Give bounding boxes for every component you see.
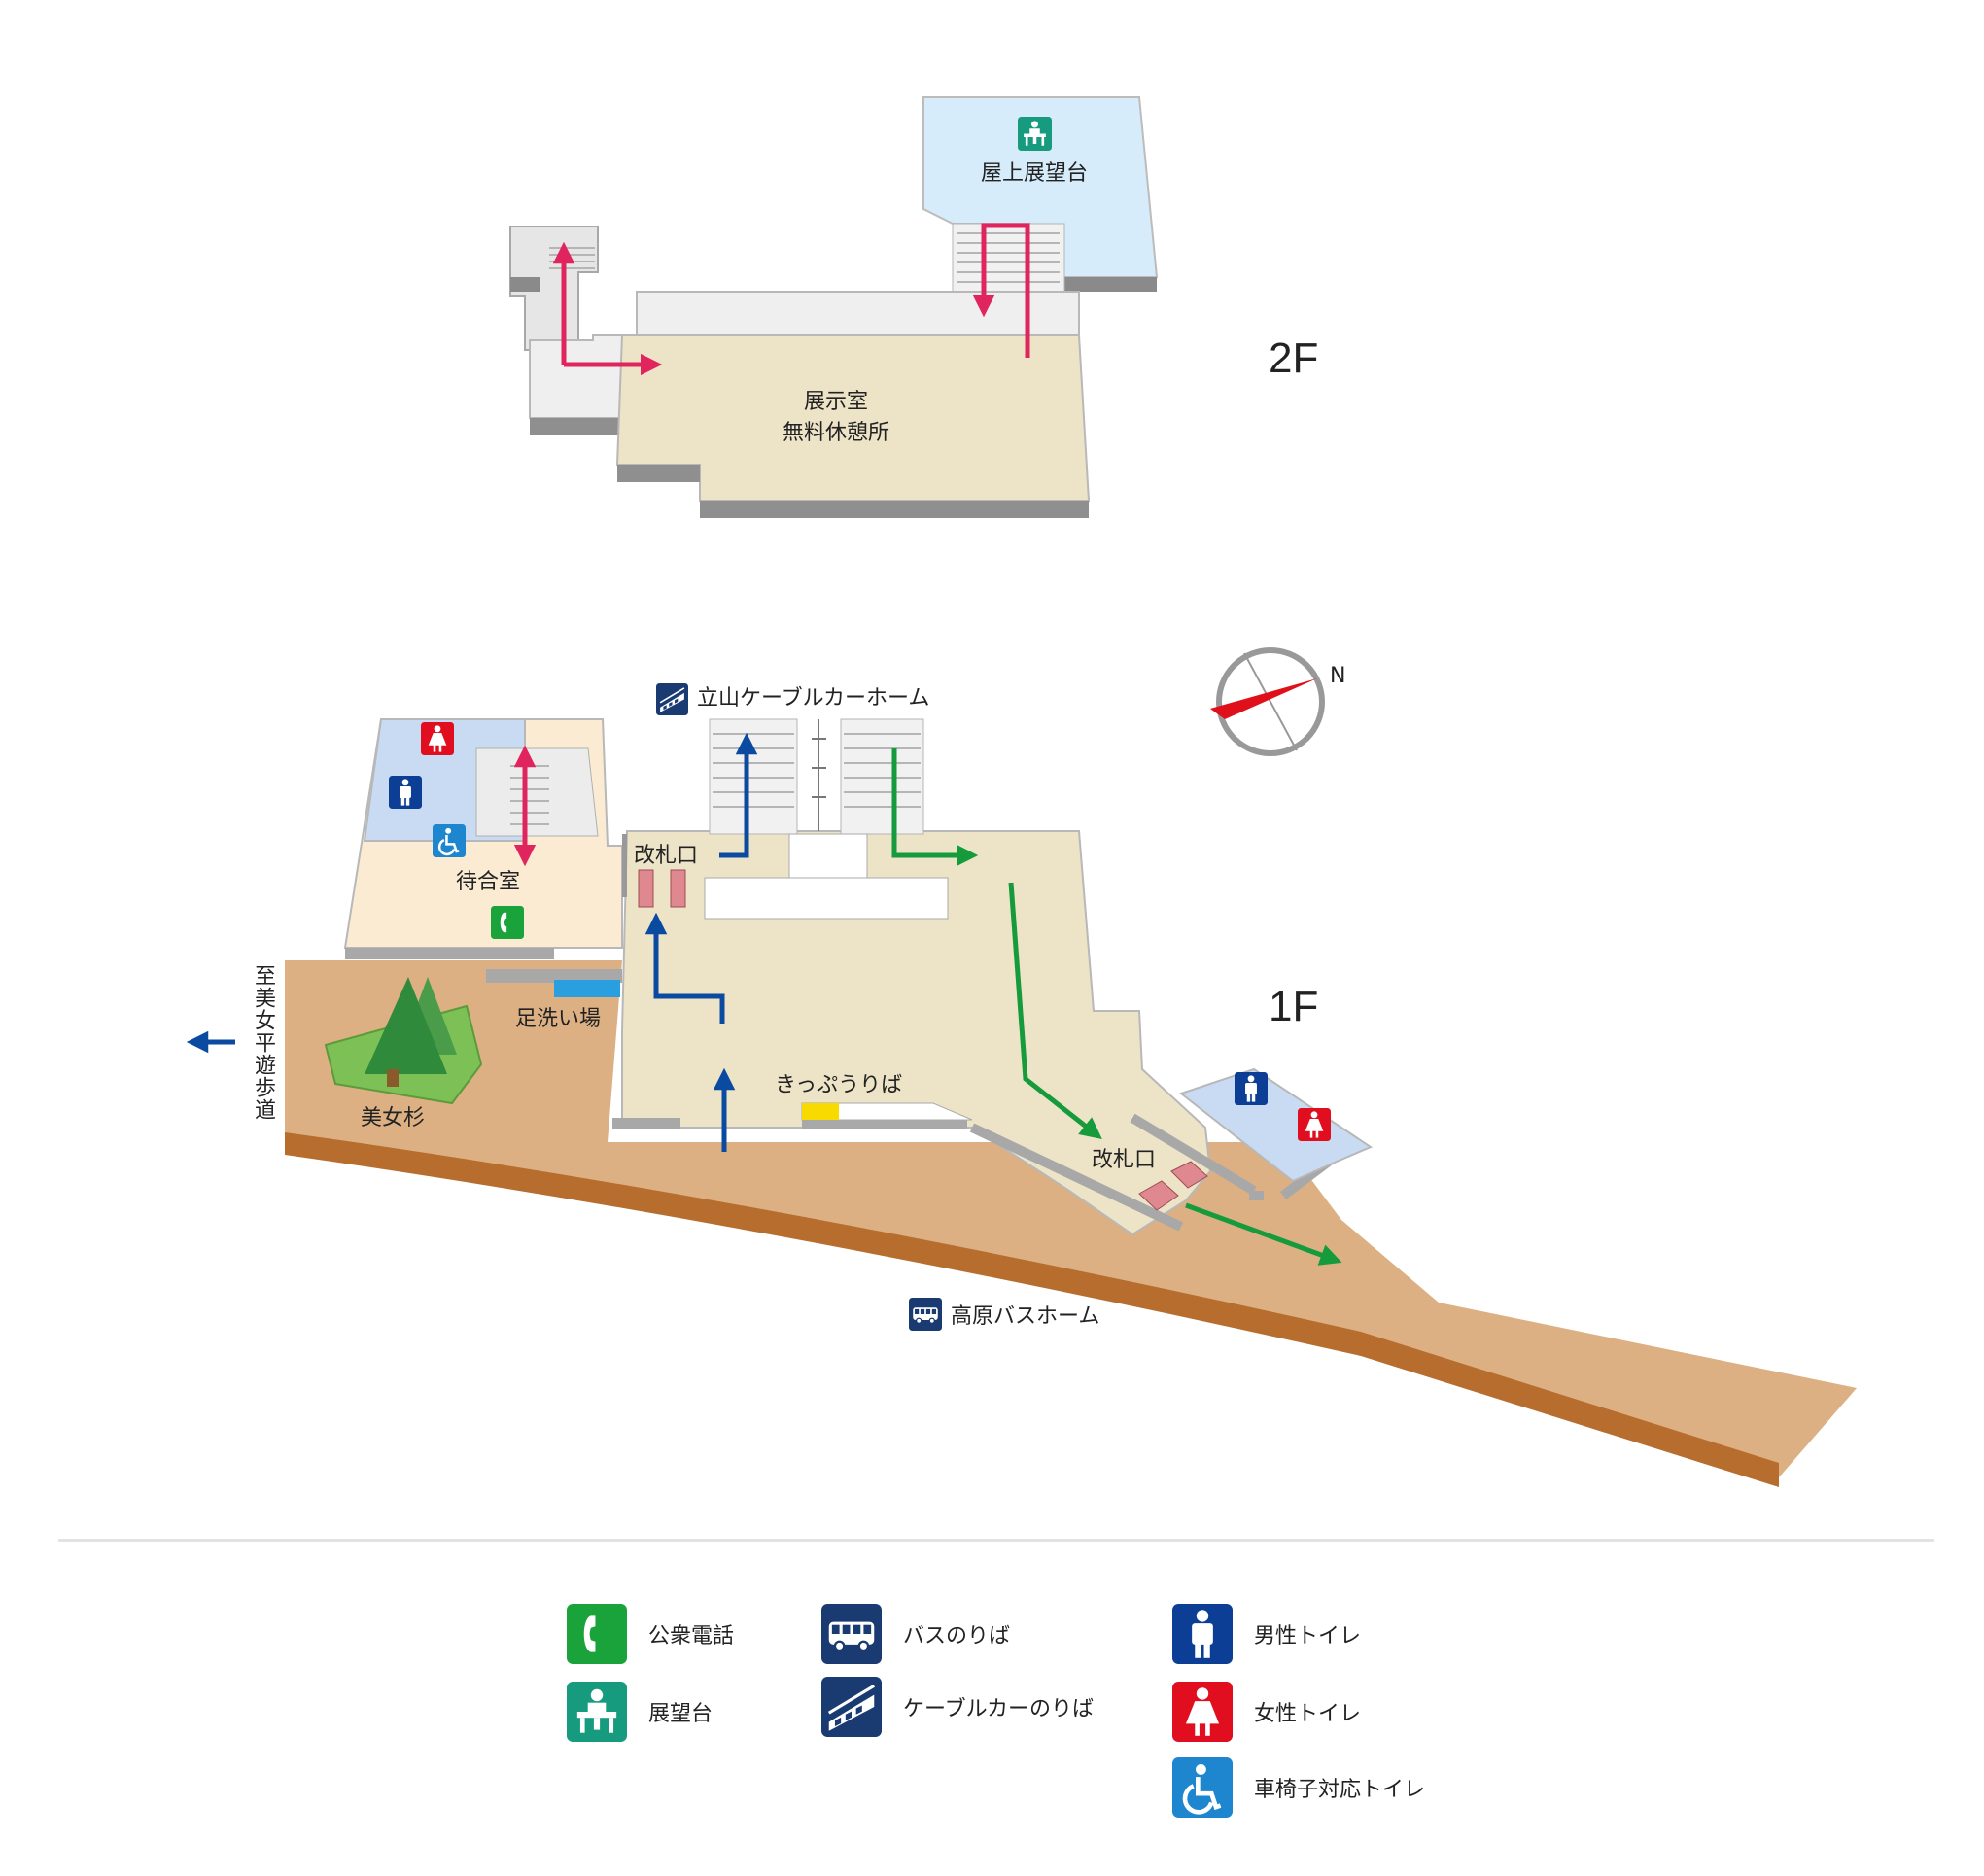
legend-female-label: 女性トイレ [1254,1702,1362,1726]
bus-icon [821,1604,882,1664]
accessible-toilet-icon [433,824,466,857]
tree-label: 美女杉 [361,1106,425,1130]
bus-platform-label: 高原バスホーム [951,1304,1099,1329]
observation-deck-icon [567,1682,627,1742]
foot-wash-label: 足洗い場 [515,1007,601,1031]
compass: N [1210,647,1345,756]
phone-icon [491,906,524,939]
female-toilet-icon [1172,1682,1233,1742]
walkway-direction-label: 至美女平遊歩道 [251,964,275,1121]
compass-north-label: N [1330,664,1345,688]
floor-1f: N 立山ケーブルカーホーム 改札口 待合室 足洗い場 きっぷうりば 美女杉 改札… [186,647,1857,1487]
legend-phone: 公衆電話 [567,1604,734,1664]
legend-observation-label: 展望台 [648,1702,714,1726]
gate-label-upper: 改札口 [634,844,698,868]
legend-male-label: 男性トイレ [1254,1624,1362,1649]
floor-label-2f: 2F [1269,334,1318,382]
rooftop-label: 屋上展望台 [981,161,1088,186]
female-toilet-icon [421,722,454,755]
cable-car-icon [821,1677,882,1737]
legend-observation: 展望台 [567,1682,713,1742]
legend-accessible-label: 車椅子対応トイレ [1254,1778,1426,1802]
legend-phone-label: 公衆電話 [648,1624,735,1649]
bus-icon [909,1298,942,1331]
cable-car-icon [656,683,688,715]
male-toilet-icon [1172,1604,1233,1664]
legend-cable-label: ケーブルカーのりば [903,1697,1095,1721]
legend-cable: ケーブルカーのりば [821,1677,1094,1737]
male-toilet-icon [389,776,422,809]
female-toilet-icon-east [1298,1108,1331,1141]
cable-platform-stairs [709,718,924,835]
legend-male: 男性トイレ [1172,1604,1361,1664]
floor-2f: 屋上展望台 展示室 無料休憩所 2F [509,96,1318,518]
male-toilet-icon-east [1235,1072,1268,1105]
rooftop-stairs [952,223,1065,297]
stairs-to-2f [475,747,599,837]
legend-accessible: 車椅子対応トイレ [1172,1757,1425,1818]
legend-female: 女性トイレ [1172,1682,1361,1742]
observation-deck-icon [1018,117,1052,151]
phone-icon [567,1604,627,1664]
cable-platform-label: 立山ケーブルカーホーム [697,686,929,711]
waiting-room-label: 待合室 [456,870,520,894]
legend-bus-label: バスのりば [903,1624,1011,1649]
accessible-toilet-icon [1172,1757,1233,1818]
ticket-counter-label: きっぷうりば [775,1073,902,1097]
tree-illustration [324,977,483,1105]
rest-area-label: 無料休憩所 [783,421,889,445]
gate-label-lower: 改札口 [1092,1148,1156,1172]
legend-bus: バスのりば [821,1604,1010,1664]
floor-label-1f: 1F [1269,983,1318,1030]
exhibition-label: 展示室 [804,390,868,414]
legend-divider [58,1539,1934,1542]
